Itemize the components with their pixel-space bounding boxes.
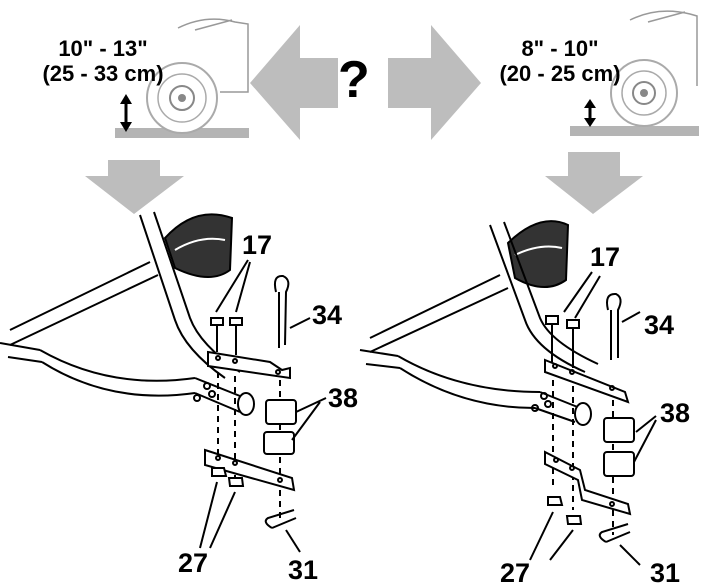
question-mark: ? <box>338 51 370 109</box>
callout-right-bolts: 17 <box>590 242 621 272</box>
hitch-assembly-right <box>359 220 657 566</box>
callout-right-spacers: 38 <box>660 398 691 428</box>
height-arrow-low <box>584 99 596 127</box>
callout-left-clip: 31 <box>288 555 319 585</box>
callout-left-pin: 34 <box>312 300 343 330</box>
callout-left-bolts: 17 <box>242 230 273 260</box>
height-low-metric: (20 - 25 cm) <box>499 61 621 86</box>
tractor-illustration-high <box>115 18 249 138</box>
tractor-illustration-low <box>570 10 699 136</box>
callout-left-nuts: 27 <box>178 548 209 578</box>
height-arrow-high <box>120 94 132 132</box>
callout-right-pin: 34 <box>644 310 675 340</box>
left-arrow <box>250 25 338 140</box>
callout-left-spacers: 38 <box>328 383 359 413</box>
height-high-metric: (25 - 33 cm) <box>42 61 164 86</box>
callout-right-nuts: 27 <box>500 558 531 588</box>
height-low-imperial: 8" - 10" <box>521 36 599 61</box>
right-arrow <box>388 25 481 140</box>
down-arrow-right <box>545 152 643 214</box>
height-label-low: 8" - 10" (20 - 25 cm) <box>490 36 630 86</box>
down-arrow-left <box>85 160 184 214</box>
height-label-high: 10" - 13" (25 - 33 cm) <box>28 36 178 86</box>
callout-right-clip: 31 <box>650 558 681 588</box>
hitch-assembly-left <box>0 211 327 553</box>
height-high-imperial: 10" - 13" <box>58 36 148 61</box>
